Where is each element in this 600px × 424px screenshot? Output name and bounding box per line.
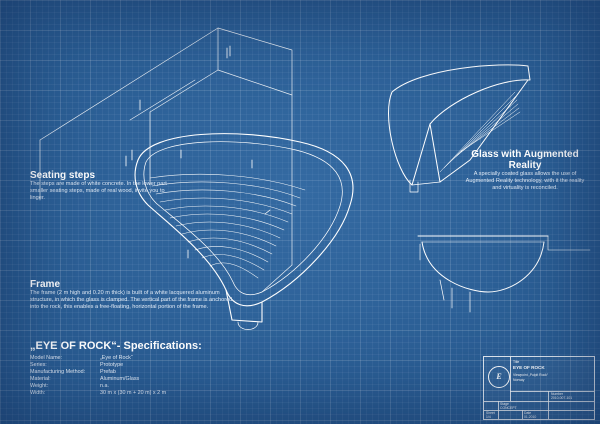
frame-body: The frame (2 m high and 0.20 m thick) is… xyxy=(30,290,233,310)
specifications: „EYE OF ROCK“- Specifications: Model Nam… xyxy=(30,340,220,397)
title-block: E Title EYE OF ROCK Viewpoint „Pulpit Ro… xyxy=(483,356,595,420)
spec-key: Model Name: xyxy=(30,355,63,361)
spec-value: Prototype xyxy=(100,362,124,368)
spec-key: Weight: xyxy=(30,383,49,389)
sheet-value: 1/4 xyxy=(486,414,491,419)
sheet-label: Sheet xyxy=(486,411,495,415)
spec-row: Width: 30 m x (30 m + 20 m) x 2 m xyxy=(30,390,220,397)
date-label: Date xyxy=(524,411,532,415)
spec-key: Manufacturing Method: xyxy=(30,369,86,375)
spec-key: Width: xyxy=(30,390,46,396)
eye-frame xyxy=(134,133,354,330)
spec-value: n.a. xyxy=(100,383,109,389)
spec-value: Aluminum/Glass xyxy=(100,376,140,382)
title-label: Title xyxy=(513,360,520,364)
glass-annotation: Glass with Augmented Reality A specially… xyxy=(462,149,588,192)
stage-value: CONCEPT xyxy=(500,405,517,410)
rock-outline xyxy=(39,27,293,293)
glass-title: Glass with Augmented Reality xyxy=(471,149,579,171)
frame-annotation: Frame The frame (2 m high and 0.20 m thi… xyxy=(30,279,238,311)
drawing-location: Norway xyxy=(513,378,525,382)
specifications-title: „EYE OF ROCK“- Specifications: xyxy=(30,340,202,352)
seating-steps-annotation: Seating steps The steps are made of whit… xyxy=(30,170,170,202)
spec-row: Series: Prototype xyxy=(30,362,220,369)
glass-body: A specially coated glass allows the use … xyxy=(465,171,585,191)
spec-value: Prefab xyxy=(100,369,116,375)
date-value: 01.2010 xyxy=(524,414,537,419)
drawing-subtitle: Viewpoint „Pulpit Rock“ xyxy=(513,373,548,377)
number-label: Number xyxy=(551,392,564,396)
seating-steps-hatch xyxy=(149,173,306,279)
human-figures xyxy=(125,45,271,259)
spec-row: Material: Aluminum/Glass xyxy=(30,376,220,383)
detail-view-section xyxy=(417,235,591,313)
drawing-title: EYE OF ROCK xyxy=(513,365,545,370)
spec-row: Model Name: „Eye of Rock“ xyxy=(30,355,220,362)
spec-row: Manufacturing Method: Prefab xyxy=(30,369,220,376)
spec-value: „Eye of Rock“ xyxy=(100,355,133,361)
stage-label: Stage xyxy=(500,402,509,406)
seating-steps-title: Seating steps xyxy=(30,170,96,181)
drawing-number: 2010-007-101 xyxy=(551,396,573,400)
spec-key: Series: xyxy=(30,362,47,368)
frame-title: Frame xyxy=(30,279,61,290)
spec-value: 30 m x (30 m + 20 m) x 2 m xyxy=(100,390,167,396)
spec-key: Material: xyxy=(30,376,51,382)
seating-steps-body: The steps are made of white concrete. In… xyxy=(30,181,167,201)
detail-view-top xyxy=(388,64,531,193)
spec-row: Weight: n.a. xyxy=(30,383,220,390)
logo-icon: E xyxy=(488,366,510,388)
